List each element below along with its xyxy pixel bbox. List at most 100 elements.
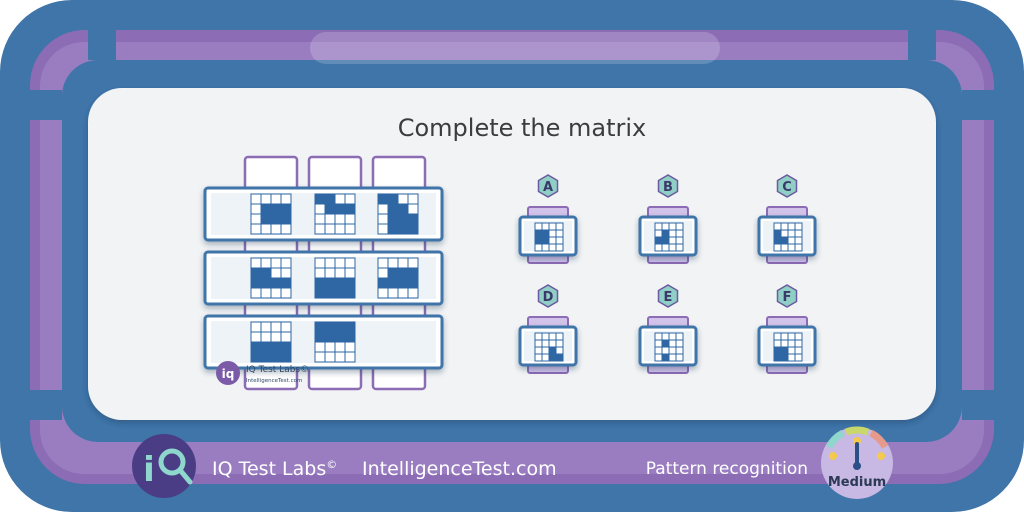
grid-cell-filled xyxy=(397,213,409,225)
grid-cell-empty xyxy=(541,339,550,348)
grid-cell-empty xyxy=(548,222,557,231)
grid-cell-filled xyxy=(270,341,282,353)
answer-option-a[interactable]: A xyxy=(518,174,578,264)
grid-cell-empty xyxy=(787,332,796,341)
grid-cell-filled xyxy=(377,193,389,205)
grid-cell-empty xyxy=(661,332,670,341)
grid-cell-empty xyxy=(280,331,292,343)
grid-cell-empty xyxy=(534,346,543,355)
grid-cell-empty xyxy=(787,222,796,231)
grid-cell-empty xyxy=(787,243,796,252)
grid-cell-filled xyxy=(324,287,336,299)
grid-cell-filled xyxy=(250,277,262,289)
grid-cell-filled xyxy=(661,353,670,362)
grid-cell-filled xyxy=(250,341,262,353)
grid-cell-filled xyxy=(780,236,789,245)
watermark-logo-icon xyxy=(216,361,240,385)
grid-cell-filled xyxy=(334,331,346,343)
footer-url: IntelligenceTest.com xyxy=(362,458,557,480)
grid-cell-empty xyxy=(270,287,282,299)
grid-cell-empty xyxy=(344,223,356,235)
matrix-cell-r2c3 xyxy=(377,257,419,299)
grid-cell-empty xyxy=(794,339,803,348)
matrix-cell-r2c1 xyxy=(250,257,292,299)
grid-cell-empty xyxy=(773,339,782,348)
answer-grid xyxy=(773,332,803,362)
grid-cell-empty xyxy=(344,213,356,225)
grid-cell-filled xyxy=(407,267,419,279)
grid-cell-filled xyxy=(324,277,336,289)
grid-cell-empty xyxy=(397,193,409,205)
grid-cell-empty xyxy=(377,213,389,225)
grid-cell-empty xyxy=(270,321,282,333)
grid-cell-empty xyxy=(250,203,262,215)
grid-cell-empty xyxy=(324,213,336,225)
grid-cell-filled xyxy=(260,341,272,353)
answer-grid xyxy=(534,222,564,252)
grid-cell-filled xyxy=(397,267,409,279)
grid-cell-filled xyxy=(314,331,326,343)
answer-option-d[interactable]: D xyxy=(518,284,578,374)
grid-cell-empty xyxy=(548,236,557,245)
grid-cell-empty xyxy=(324,267,336,279)
iq-magnifier-icon: i xyxy=(132,434,196,498)
answer-option-e[interactable]: E xyxy=(638,284,698,374)
grid-cell-filled xyxy=(661,229,670,238)
grid-cell-empty xyxy=(668,332,677,341)
grid-cell-empty xyxy=(270,193,282,205)
grid-cell-empty xyxy=(260,331,272,343)
answer-letter-badge xyxy=(657,174,679,198)
grid-cell-filled xyxy=(773,346,782,355)
grid-cell-empty xyxy=(675,236,684,245)
watermark: iq IQ Test Labs© IntelligenceTest.com xyxy=(216,361,309,385)
grid-cell-empty xyxy=(334,341,346,353)
grid-cell-filled xyxy=(314,277,326,289)
grid-cell-empty xyxy=(675,243,684,252)
grid-cell-filled xyxy=(534,236,543,245)
grid-cell-empty xyxy=(344,193,356,205)
grid-cell-empty xyxy=(250,257,262,269)
grid-cell-empty xyxy=(270,267,282,279)
grid-cell-filled xyxy=(314,321,326,333)
grid-cell-filled xyxy=(260,213,272,225)
grid-cell-empty xyxy=(773,243,782,252)
answer-option-f[interactable]: F xyxy=(757,284,817,374)
grid-cell-empty xyxy=(260,257,272,269)
grid-cell-filled xyxy=(270,351,282,363)
grid-cell-empty xyxy=(773,332,782,341)
watermark-logo-text: iq xyxy=(222,367,235,381)
grid-cell-filled xyxy=(260,203,272,215)
grid-cell-empty xyxy=(314,223,326,235)
answer-option-c[interactable]: C xyxy=(757,174,817,264)
grid-cell-empty xyxy=(260,223,272,235)
grid-cell-empty xyxy=(250,193,262,205)
grid-cell-filled xyxy=(773,236,782,245)
grid-cell-filled xyxy=(314,193,326,205)
grid-cell-filled xyxy=(654,236,663,245)
grid-cell-empty xyxy=(324,223,336,235)
grid-cell-empty xyxy=(661,243,670,252)
difficulty-gauge-icon xyxy=(821,426,893,499)
grid-cell-empty xyxy=(794,353,803,362)
grid-cell-empty xyxy=(270,331,282,343)
grid-cell-empty xyxy=(675,346,684,355)
grid-cell-empty xyxy=(541,243,550,252)
grid-cell-filled xyxy=(534,229,543,238)
grid-cell-filled xyxy=(548,346,557,355)
grid-cell-filled xyxy=(541,236,550,245)
grid-cell-empty xyxy=(780,332,789,341)
answer-option-b[interactable]: B xyxy=(638,174,698,264)
grid-cell-filled xyxy=(260,277,272,289)
grid-cell-empty xyxy=(280,267,292,279)
grid-cell-filled xyxy=(407,213,419,225)
grid-cell-empty xyxy=(780,339,789,348)
grid-cell-empty xyxy=(548,332,557,341)
grid-cell-empty xyxy=(548,339,557,348)
grid-cell-empty xyxy=(654,229,663,238)
grid-cell-empty xyxy=(668,339,677,348)
grid-cell-empty xyxy=(280,257,292,269)
grid-cell-empty xyxy=(250,331,262,343)
grid-cell-empty xyxy=(250,287,262,299)
grid-cell-filled xyxy=(344,321,356,333)
answer-letter-badge xyxy=(657,284,679,308)
